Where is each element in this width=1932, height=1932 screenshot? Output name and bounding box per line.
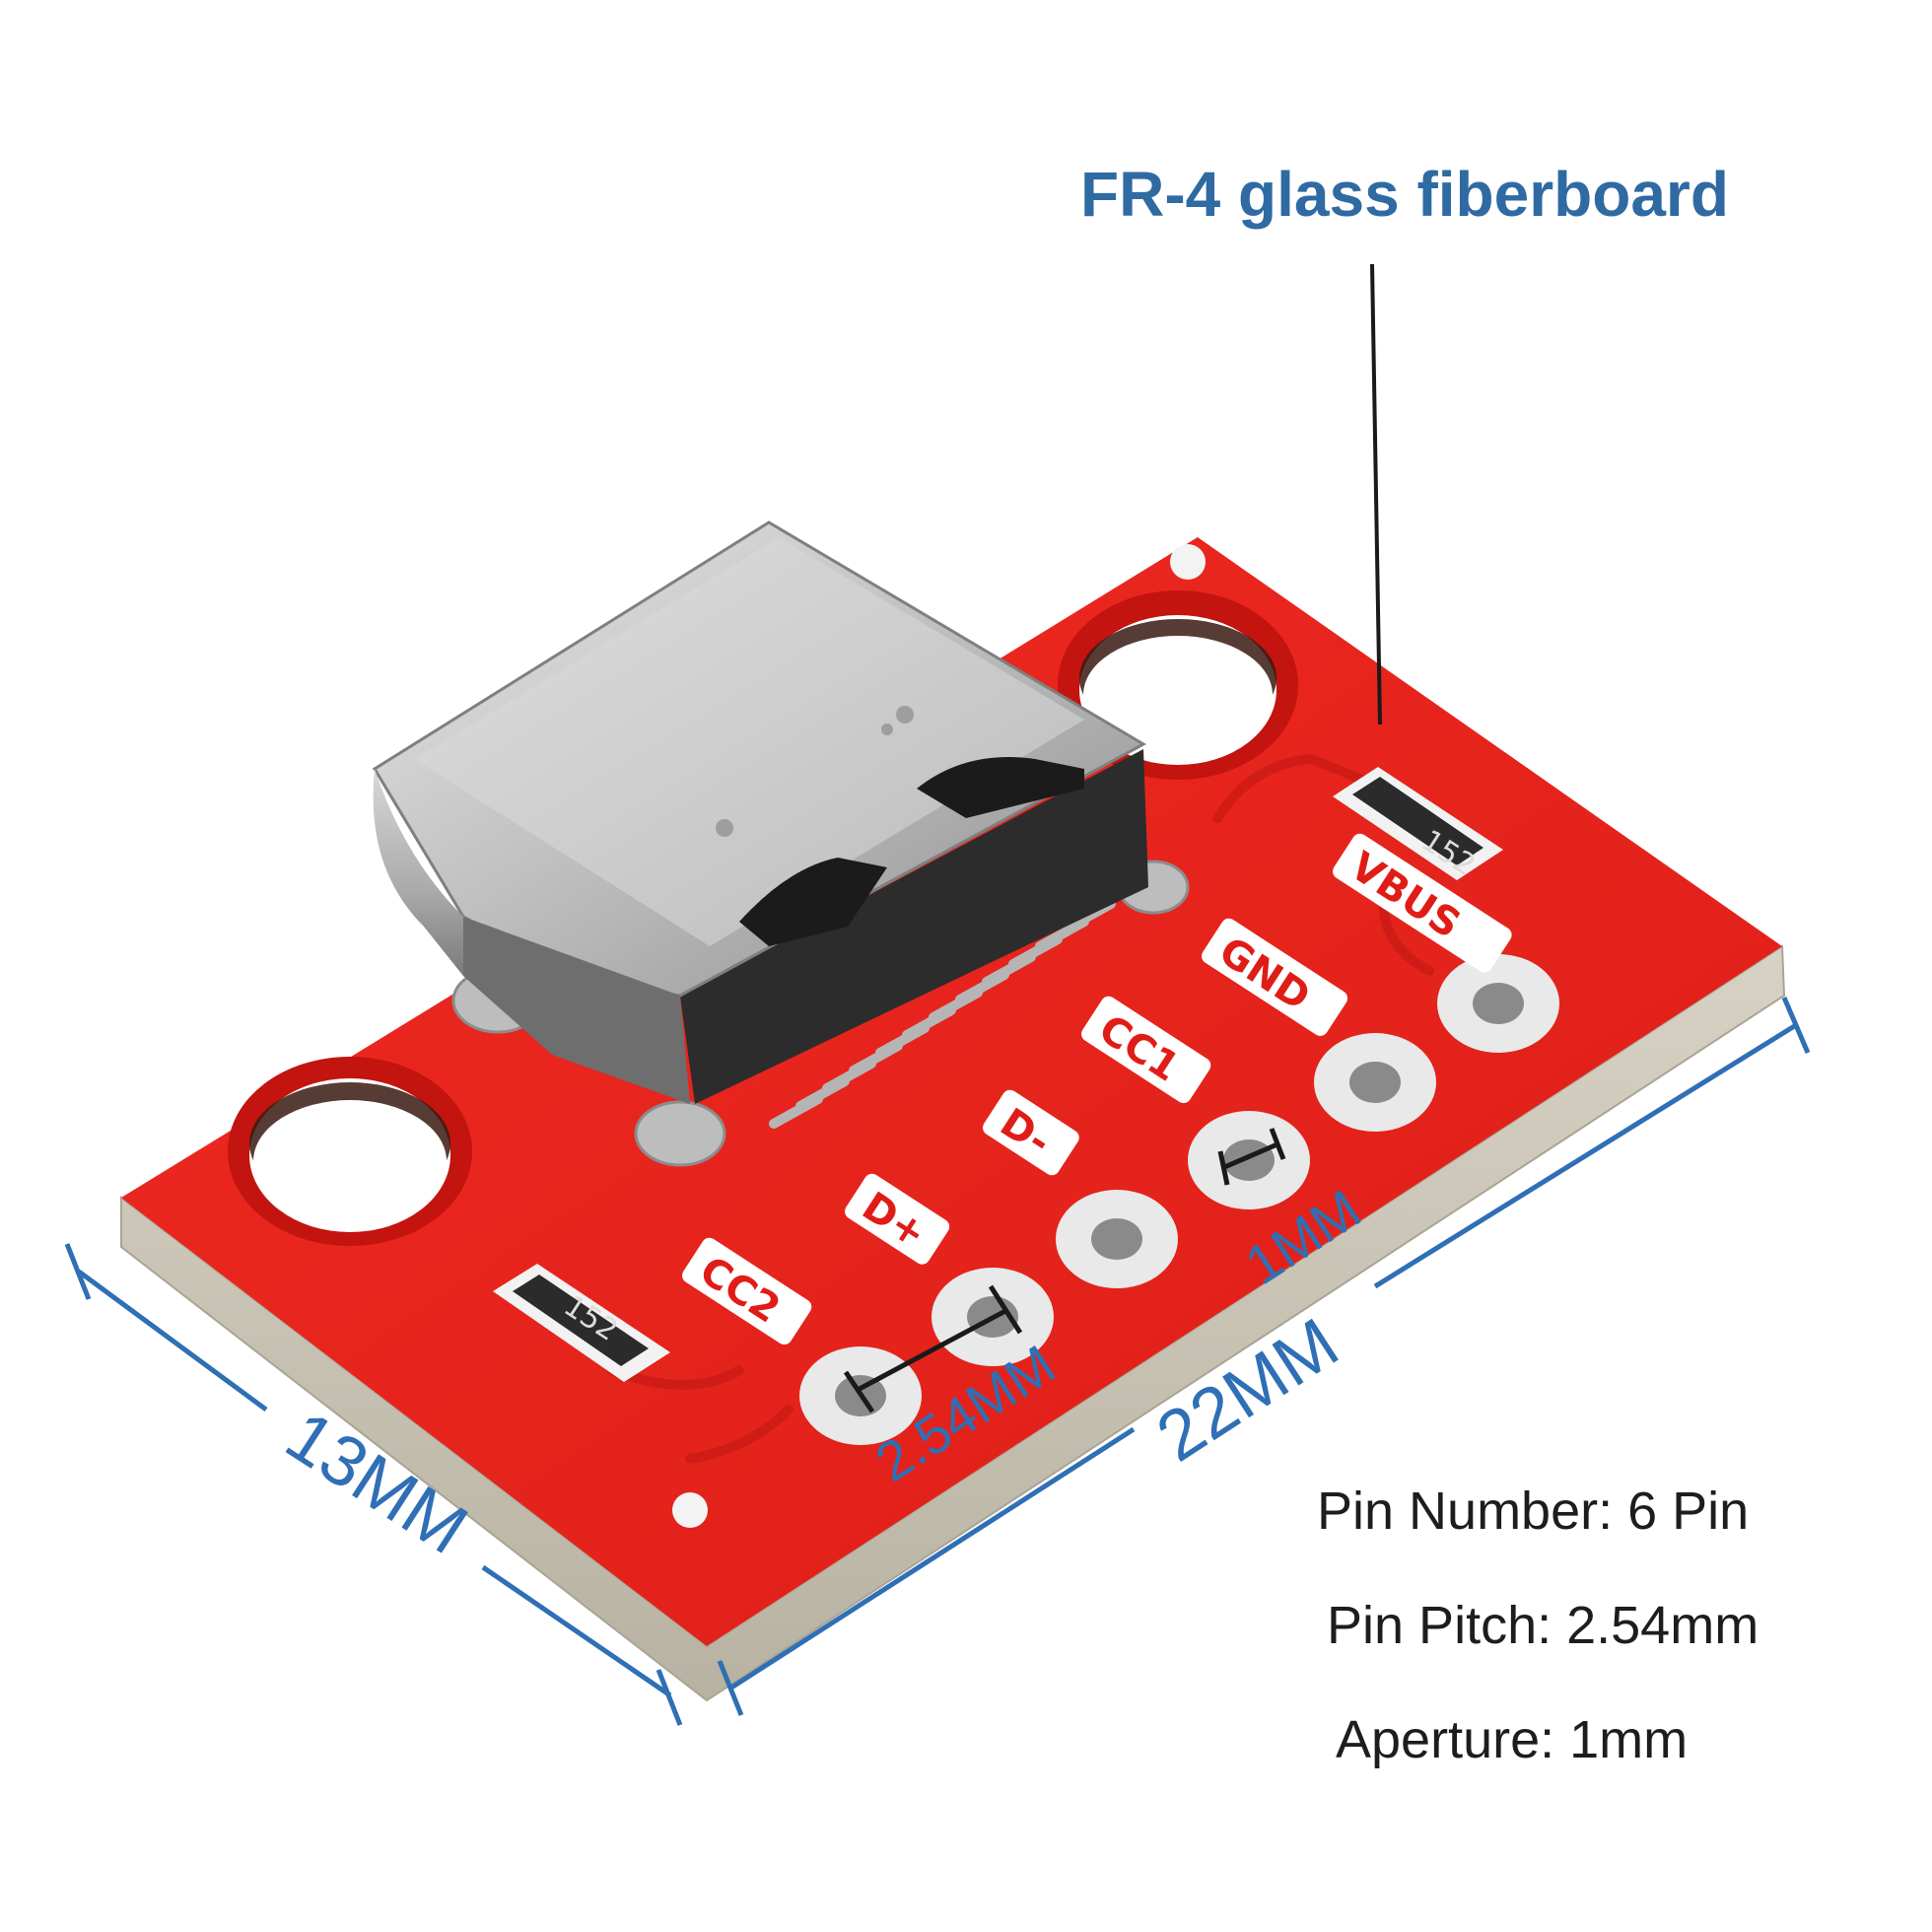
corner-dot [672, 1492, 708, 1528]
pad-gnd [1314, 1033, 1436, 1132]
mounting-hole-bottom [228, 1057, 472, 1246]
pad-d-minus [1056, 1190, 1178, 1288]
resistor-r2: 152 [493, 1264, 670, 1382]
spec-aperture: Aperture: 1mm [1336, 1710, 1689, 1769]
usb-c-connector [372, 520, 1148, 1104]
resistor-r1: 152 [1333, 767, 1503, 883]
pitch-marker [843, 1284, 1023, 1414]
pad-vbus [1437, 954, 1559, 1053]
callout-leader-line [1370, 263, 1382, 725]
dimension-lines [64, 997, 1811, 1726]
pad-cc1 [1188, 1111, 1310, 1209]
spec-pin-number: Pin Number: 6 Pin [1317, 1482, 1750, 1541]
spec-pin-pitch: Pin Pitch: 2.54mm [1327, 1596, 1760, 1655]
callout-title: FR-4 glass fiberboard [1080, 159, 1729, 230]
corner-dot [1170, 544, 1206, 580]
aperture-marker [1217, 1128, 1286, 1186]
